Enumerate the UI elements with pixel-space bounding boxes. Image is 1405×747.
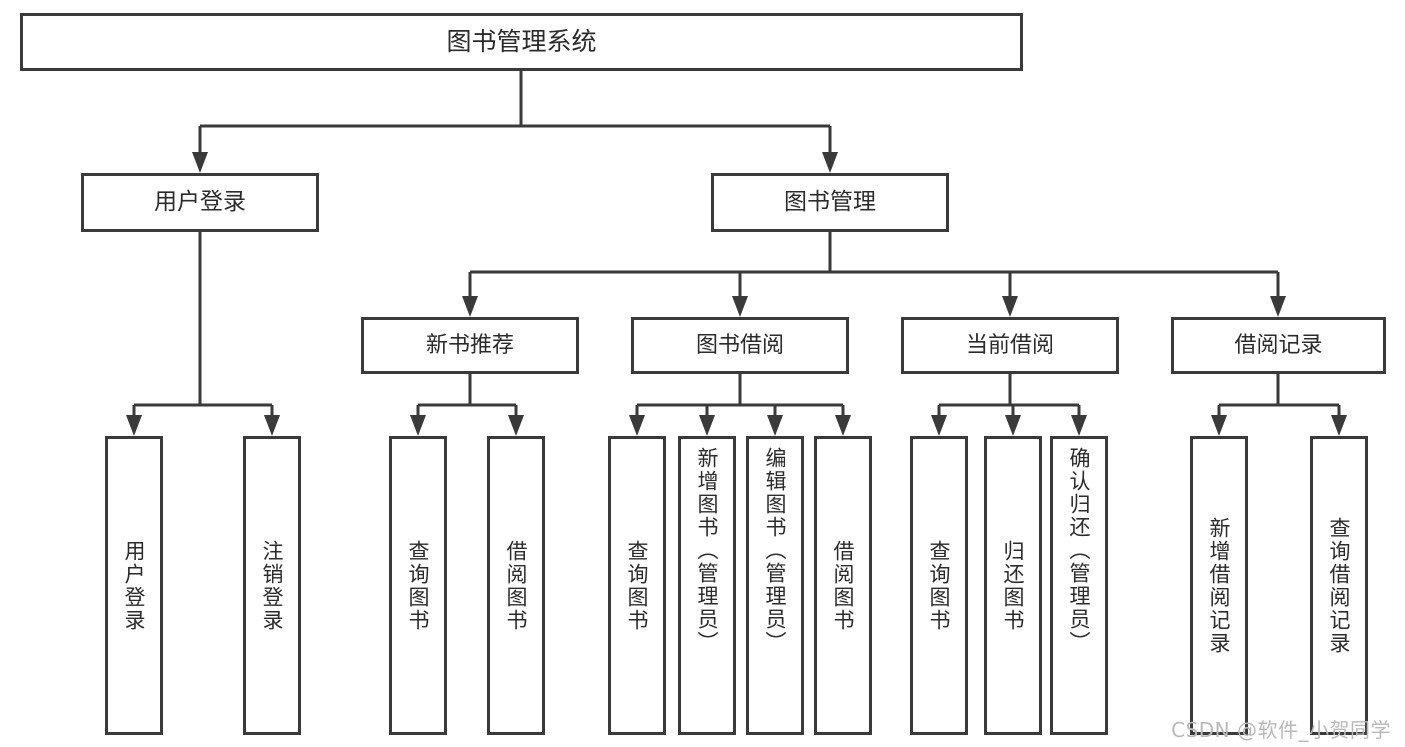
node-leaf-add-record[interactable]: 新增借阅记录 (1190, 436, 1248, 735)
node-leaf-edit-book-label: 编辑图书（管理员） (763, 447, 788, 654)
node-leaf-edit-book[interactable]: 编辑图书（管理员） (746, 436, 804, 735)
node-book-borrow-label: 图书借阅 (695, 332, 784, 358)
arrow-leaf-query-book-1 (410, 415, 426, 436)
arrow-new-book-rec (462, 296, 478, 317)
node-leaf-user-login[interactable]: 用户登录 (105, 436, 163, 735)
node-borrow-record-label: 借阅记录 (1234, 332, 1323, 358)
node-leaf-borrow-book-2-label: 借阅图书 (831, 539, 856, 632)
arrow-book-borrow (732, 296, 748, 317)
node-leaf-query-book-2[interactable]: 查询图书 (608, 436, 666, 735)
arrow-leaf-add-book (699, 415, 715, 436)
node-user-login[interactable]: 用户登录 (81, 173, 319, 232)
arrow-leaf-user-login (126, 415, 142, 436)
arrow-leaf-confirm-return (1071, 415, 1087, 436)
node-borrow-record[interactable]: 借阅记录 (1171, 317, 1386, 374)
node-new-book-rec-label: 新书推荐 (425, 332, 514, 358)
node-leaf-add-book[interactable]: 新增图书（管理员） (678, 436, 736, 735)
node-leaf-confirm-return[interactable]: 确认归还（管理员） (1050, 436, 1108, 735)
node-current-borrow[interactable]: 当前借阅 (901, 317, 1119, 374)
node-leaf-borrow-book-1-label: 借阅图书 (504, 539, 529, 632)
node-leaf-logout-label: 注销登录 (260, 539, 285, 632)
node-leaf-query-book-3-label: 查询图书 (927, 539, 952, 632)
arrow-leaf-logout (264, 415, 280, 436)
node-leaf-query-book-1-label: 查询图书 (406, 539, 431, 632)
node-new-book-rec[interactable]: 新书推荐 (361, 317, 579, 374)
arrow-leaf-edit-book (767, 415, 783, 436)
arrow-current-borrow (1002, 296, 1018, 317)
node-leaf-borrow-book-1[interactable]: 借阅图书 (487, 436, 545, 735)
arrow-leaf-query-record (1331, 415, 1347, 436)
node-leaf-query-record-label: 查询借阅记录 (1327, 516, 1352, 655)
node-leaf-query-book-2-label: 查询图书 (625, 539, 650, 632)
arrow-leaf-borrow-book-2 (835, 415, 851, 436)
arrow-borrow-record (1270, 296, 1286, 317)
node-leaf-add-record-label: 新增借阅记录 (1207, 516, 1232, 655)
node-root-label: 图书管理系统 (446, 27, 597, 57)
arrow-leaf-borrow-book-1 (508, 415, 524, 436)
node-root[interactable]: 图书管理系统 (20, 13, 1023, 71)
node-leaf-return-book-label: 归还图书 (1001, 539, 1026, 632)
node-book-manage[interactable]: 图书管理 (711, 173, 949, 232)
node-leaf-query-record[interactable]: 查询借阅记录 (1310, 436, 1368, 735)
node-leaf-logout[interactable]: 注销登录 (243, 436, 301, 735)
node-current-borrow-label: 当前借阅 (965, 332, 1054, 358)
arrow-leaf-query-book-2 (629, 415, 645, 436)
node-leaf-query-book-3[interactable]: 查询图书 (910, 436, 968, 735)
node-user-login-label: 用户登录 (154, 188, 246, 215)
node-leaf-confirm-return-label: 确认归还（管理员） (1067, 447, 1092, 654)
arrow-leaf-return-book (1005, 415, 1021, 436)
arrow-user-login (192, 152, 208, 173)
node-leaf-query-book-1[interactable]: 查询图书 (389, 436, 447, 735)
arrow-leaf-query-book-3 (931, 415, 947, 436)
node-book-manage-label: 图书管理 (784, 188, 876, 215)
arrow-book-manage (822, 152, 838, 173)
node-leaf-return-book[interactable]: 归还图书 (984, 436, 1042, 735)
arrow-leaf-add-record (1211, 415, 1227, 436)
watermark-text: CSDN @软件_小贺同学 (1171, 718, 1391, 742)
node-leaf-borrow-book-2[interactable]: 借阅图书 (814, 436, 872, 735)
node-book-borrow[interactable]: 图书借阅 (631, 317, 849, 374)
node-leaf-add-book-label: 新增图书（管理员） (695, 447, 720, 654)
node-leaf-user-login-label: 用户登录 (122, 539, 147, 632)
